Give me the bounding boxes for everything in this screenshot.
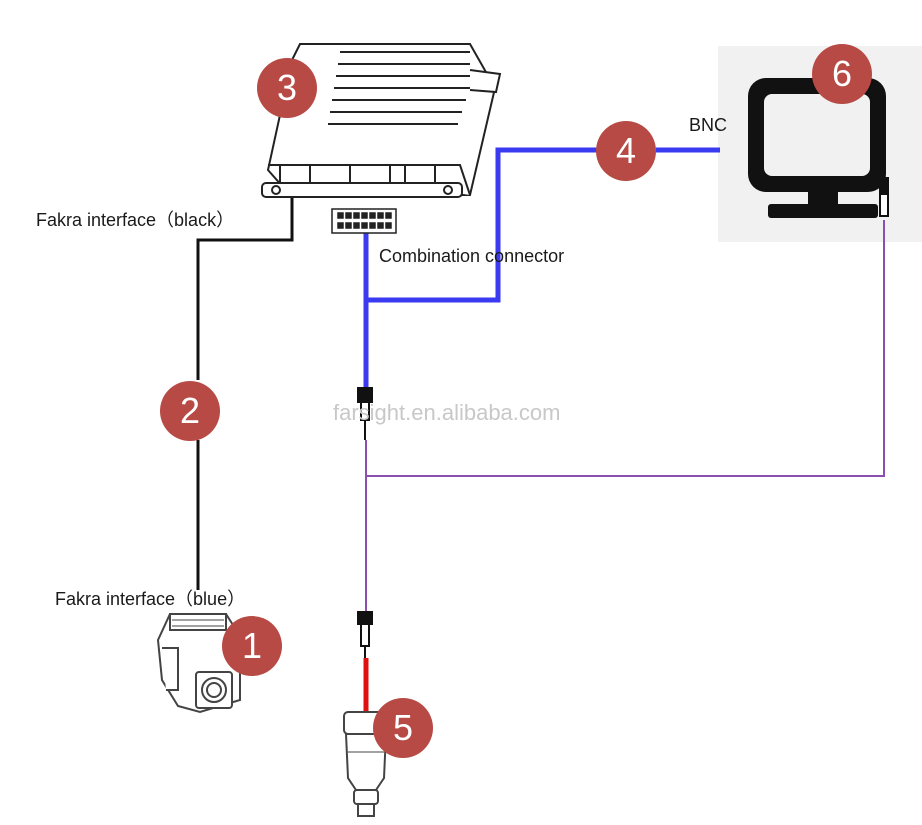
badge-camera: 1 xyxy=(222,616,282,676)
power-cable xyxy=(365,220,885,612)
inline-connector-lower xyxy=(357,611,373,658)
badge-dvr-box: 3 xyxy=(257,58,317,118)
badge-video-cable: 4 xyxy=(596,121,656,181)
fakra-black-label: Fakra interface（black） xyxy=(36,210,235,230)
combination-connector-plug xyxy=(331,208,397,234)
bnc-label: BNC xyxy=(689,115,728,135)
badge-camera-cable: 2 xyxy=(160,381,220,441)
camera-cable xyxy=(196,185,294,590)
camera-drawing xyxy=(156,613,241,714)
monitor-icon xyxy=(748,78,886,218)
inline-connector-upper xyxy=(357,387,373,440)
badge-monitor: 6 xyxy=(812,44,872,104)
combination-connector-label: Combination connector xyxy=(379,246,565,266)
badge-power-plug: 5 xyxy=(373,698,433,758)
fakra-blue-label: Fakra interface（blue） xyxy=(55,589,246,609)
watermark: farsight.en.alibaba.com xyxy=(333,400,561,425)
video-cable xyxy=(363,147,720,392)
dvr-box-drawing xyxy=(261,43,502,198)
